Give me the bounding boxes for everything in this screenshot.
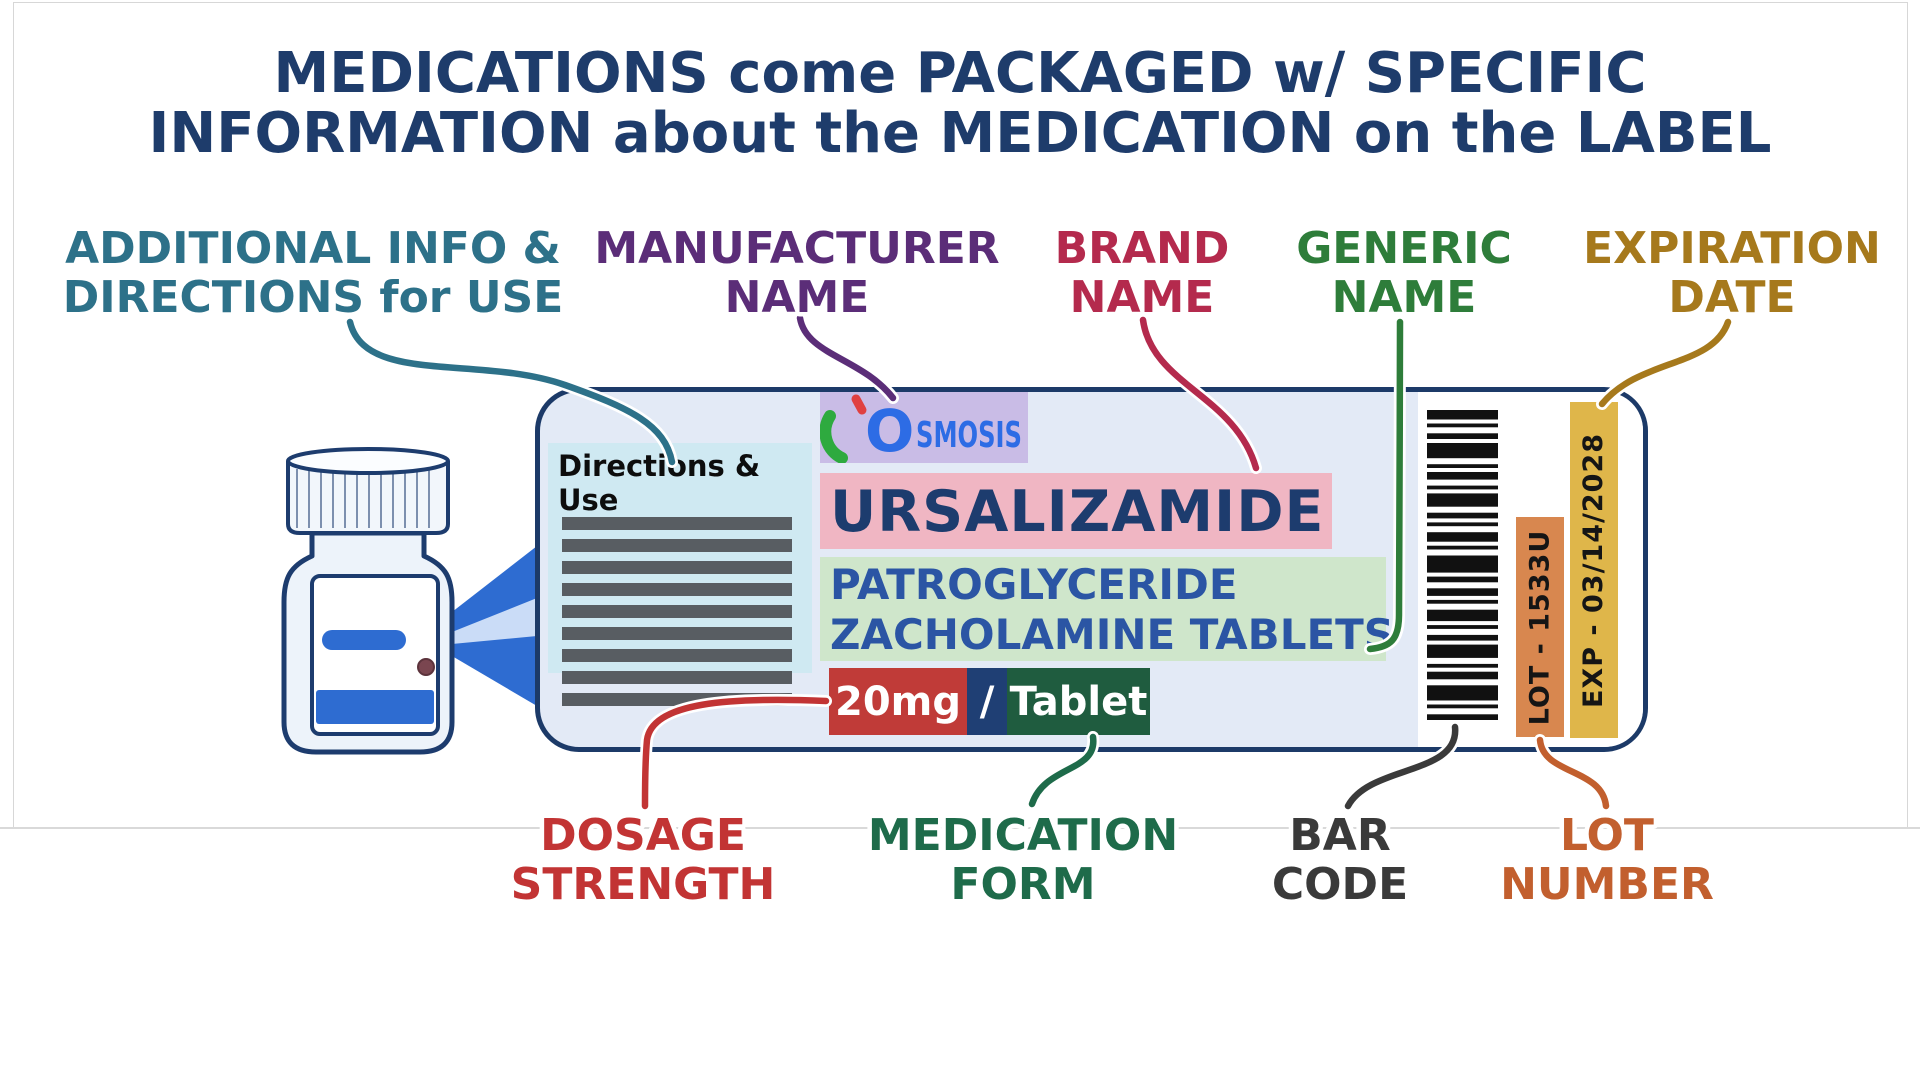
- page-title-line2: INFORMATION about the MEDICATION on the …: [148, 101, 1772, 166]
- generic-name-line1: PATROGLYCERIDE: [830, 560, 1238, 609]
- osmosis-logo-o: O: [865, 397, 914, 463]
- manufacturer-logo-box: O SMOSIS: [819, 392, 1028, 465]
- directions-line: [562, 671, 792, 684]
- expiration-date-text: EXP - 03/14/2028: [1578, 432, 1610, 708]
- lot-number-text: LOT - 1533U: [1524, 529, 1556, 725]
- osmosis-tick-icon: [851, 394, 867, 415]
- label-form-line2: FORM: [950, 859, 1095, 910]
- osmosis-logo-text: SMOSIS: [916, 415, 1022, 456]
- lot-number-strip: LOT - 1533U: [1516, 517, 1564, 737]
- directions-box: Directions & Use: [548, 443, 812, 706]
- medication-form-box: Tablet: [1007, 668, 1150, 735]
- osmosis-logo: O SMOSIS: [819, 394, 1022, 465]
- directions-line: [562, 605, 792, 618]
- directions-line: [562, 517, 792, 530]
- page-title-line1: MEDICATIONS come PACKAGED w/ SPECIFIC: [273, 41, 1647, 106]
- dosage-strength-box: 20mg: [829, 668, 967, 735]
- directions-line: [562, 561, 792, 574]
- directions-line: [562, 583, 792, 596]
- directions-line: [562, 693, 792, 706]
- brand-name-text: URSALIZAMIDE: [830, 479, 1325, 545]
- dosage-strip: 20mg / Tablet: [829, 668, 1150, 735]
- directions-line: [562, 627, 792, 640]
- label-lot-line2: NUMBER: [1500, 859, 1714, 910]
- brand-name-box: URSALIZAMIDE: [820, 473, 1332, 549]
- generic-name-line2: ZACHOLAMINE TABLETS: [830, 610, 1395, 659]
- slide-bottom-edge: [0, 827, 1920, 829]
- directions-line: [562, 539, 792, 552]
- page-title: MEDICATIONS come PACKAGED w/ SPECIFIC IN…: [0, 44, 1920, 164]
- osmosis-arc-icon: [819, 410, 848, 464]
- directions-text-lines: [558, 517, 800, 706]
- medication-label: Directions & Use O SMOSIS URSALIZAMIDE P…: [535, 387, 1648, 752]
- dosage-slash-box: /: [967, 668, 1007, 735]
- slide-frame: [13, 2, 1908, 827]
- barcode: [1427, 410, 1498, 720]
- label-dosage-line2: STRENGTH: [511, 859, 776, 910]
- directions-title: Directions & Use: [558, 449, 761, 517]
- expiration-date-strip: EXP - 03/14/2028: [1570, 402, 1618, 738]
- generic-name-box: PATROGLYCERIDE ZACHOLAMINE TABLETS: [820, 557, 1395, 661]
- directions-line: [562, 649, 792, 662]
- label-barcode-line2: CODE: [1272, 859, 1408, 910]
